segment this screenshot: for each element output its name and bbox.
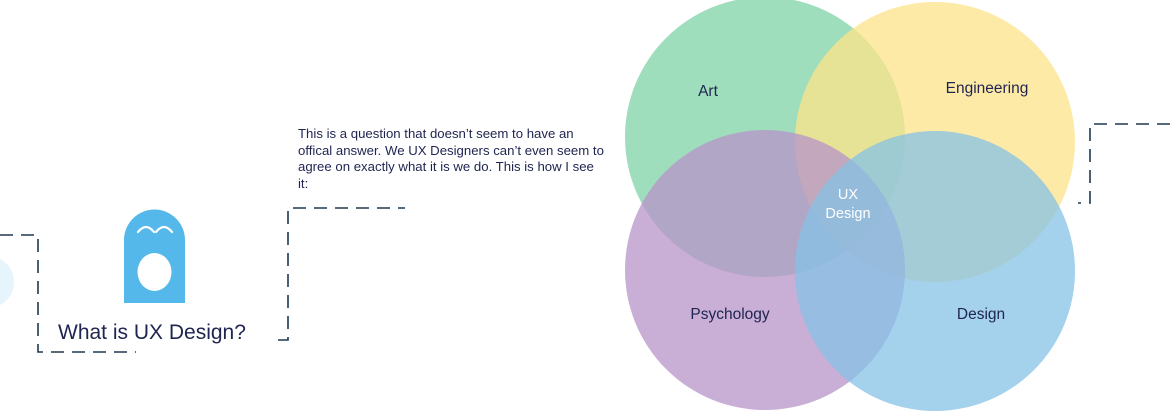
venn-label-design: Design xyxy=(956,306,1006,323)
venn-center-label: UX Design xyxy=(825,186,870,224)
venn-label-art: Art xyxy=(698,83,718,100)
venn-center-line1: UX xyxy=(837,187,859,203)
venn-label-engineering: Engineering xyxy=(945,80,1029,97)
intro-paragraph: This is a question that doesn’t seem to … xyxy=(298,126,604,191)
venn-circle-design xyxy=(795,131,1075,411)
ghost-mascot-icon xyxy=(124,209,185,303)
intro-connector-dashed xyxy=(278,207,405,341)
venn-center-line2: Design xyxy=(825,206,871,222)
heading-dashed-frame xyxy=(0,234,136,353)
venn-label-psychology: Psychology xyxy=(690,306,770,323)
edge-circle xyxy=(0,258,14,306)
page-heading: What is UX Design? xyxy=(58,321,246,344)
